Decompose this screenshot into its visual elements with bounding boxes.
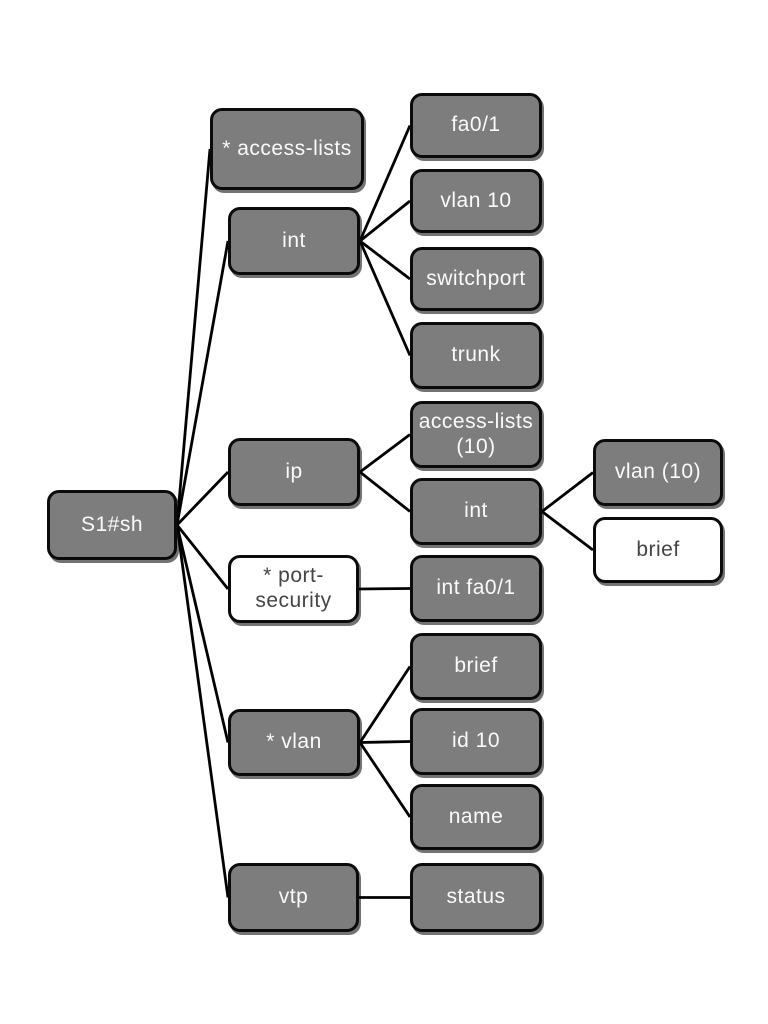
node-vlan: * vlan [228,709,360,776]
node-vtp: vtp [228,863,359,932]
edge-root-to-int [175,240,230,526]
node-access-lists: * access-lists [210,108,364,190]
edge-vlan-to-vlan-name [358,741,412,818]
node-root: S1#sh [47,490,177,560]
node-ip-access-lists: access-lists (10) [410,401,542,468]
node-port-security: * port- security [228,555,359,623]
node-int: int [228,207,360,275]
edge-root-to-vlan [175,524,230,743]
edge-root-to-ip [175,471,230,526]
edge-vlan-to-vlan-id-10 [359,740,411,744]
edge-root-to-vtp [175,524,230,898]
node-ip-int: int [410,478,542,545]
edge-root-to-port-security [175,524,230,590]
edge-int-to-vlan-10 [359,199,411,243]
node-vlan-name: name [410,784,542,850]
edge-root-to-access-lists [175,148,212,526]
node-int-brief: brief [593,517,723,583]
edge-int-to-fa0-1 [358,124,412,242]
edge-ip-to-ip-int [359,470,411,513]
node-vtp-status: status [410,863,542,932]
node-int-vlan-10: vlan (10) [593,439,723,506]
edge-int-to-switchport [359,239,411,281]
node-trunk: trunk [410,322,542,389]
node-vlan-id-10: id 10 [410,708,542,775]
node-vlan-10: vlan 10 [410,169,542,233]
node-vlan-brief: brief [410,633,542,700]
edge-vlan-to-vlan-brief [358,665,412,744]
edge-port-security-to-int-fa0-1 [358,587,411,591]
node-fa0-1: fa0/1 [410,93,542,158]
edge-ip-int-to-int-brief [541,510,594,552]
edge-ip-int-to-int-vlan-10 [541,471,594,513]
edge-ip-to-ip-access-lists [359,433,411,474]
edge-int-to-trunk [358,240,412,357]
node-ip: ip [228,438,360,506]
node-switchport: switchport [410,247,542,311]
node-int-fa0-1: int fa0/1 [410,555,542,622]
